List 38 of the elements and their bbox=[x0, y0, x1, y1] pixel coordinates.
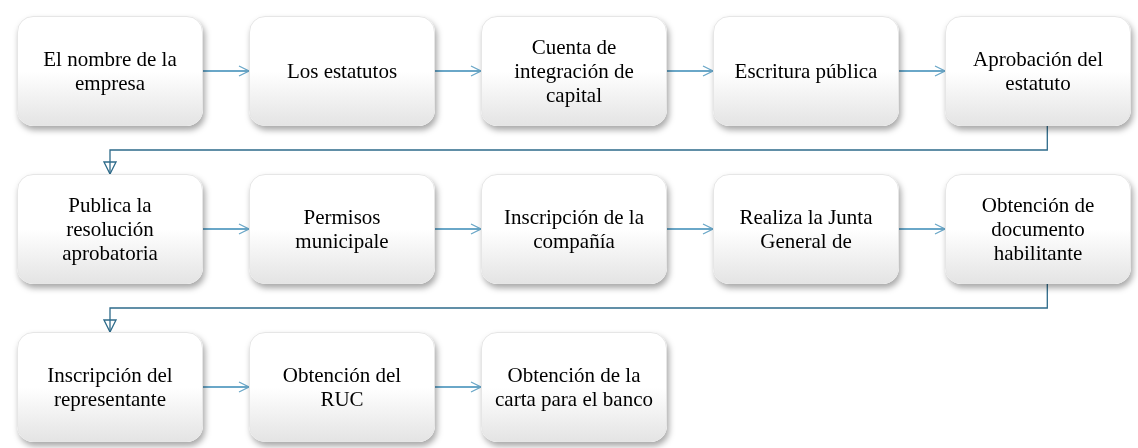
step-text: Obtención de documento habilitante bbox=[980, 192, 1096, 266]
process-box bbox=[17, 174, 203, 284]
arrow bbox=[666, 65, 714, 77]
process-box bbox=[17, 16, 203, 126]
arrow bbox=[103, 283, 1048, 333]
arrow bbox=[202, 381, 250, 393]
process-box bbox=[945, 174, 1131, 284]
process-box bbox=[713, 16, 899, 126]
process-box bbox=[481, 16, 667, 126]
process-box bbox=[17, 332, 203, 442]
arrow bbox=[434, 381, 482, 393]
step-text: Publica la resolución aprobatoria bbox=[61, 192, 159, 266]
step-text: Obtención de la carta para el banco bbox=[494, 362, 654, 412]
arrow bbox=[898, 223, 946, 235]
process-box bbox=[713, 174, 899, 284]
step-text: El nombre de la empresa bbox=[42, 46, 178, 96]
process-box bbox=[481, 174, 667, 284]
step-text: Los estatutos bbox=[286, 58, 398, 84]
process-box bbox=[249, 16, 435, 126]
arrow bbox=[898, 65, 946, 77]
process-box bbox=[249, 332, 435, 442]
arrow bbox=[103, 125, 1048, 175]
step-text: Escritura pública bbox=[734, 58, 878, 84]
step-text: Obtención del RUC bbox=[281, 362, 403, 412]
step-text: Permisos municipale bbox=[294, 204, 390, 254]
arrow bbox=[666, 223, 714, 235]
process-box bbox=[249, 174, 435, 284]
step-text: Inscripción de la compañía bbox=[503, 204, 645, 254]
step-text: Aprobación del estatuto bbox=[971, 46, 1104, 96]
step-text: Realiza la Junta General de bbox=[738, 204, 874, 254]
process-box bbox=[481, 332, 667, 442]
arrow bbox=[202, 65, 250, 77]
process-box bbox=[945, 16, 1131, 126]
step-text: Cuenta de integración de capital bbox=[513, 34, 635, 108]
arrow bbox=[202, 223, 250, 235]
step-text: Inscripción del representante bbox=[46, 362, 174, 412]
arrow bbox=[434, 65, 482, 77]
arrow bbox=[434, 223, 482, 235]
